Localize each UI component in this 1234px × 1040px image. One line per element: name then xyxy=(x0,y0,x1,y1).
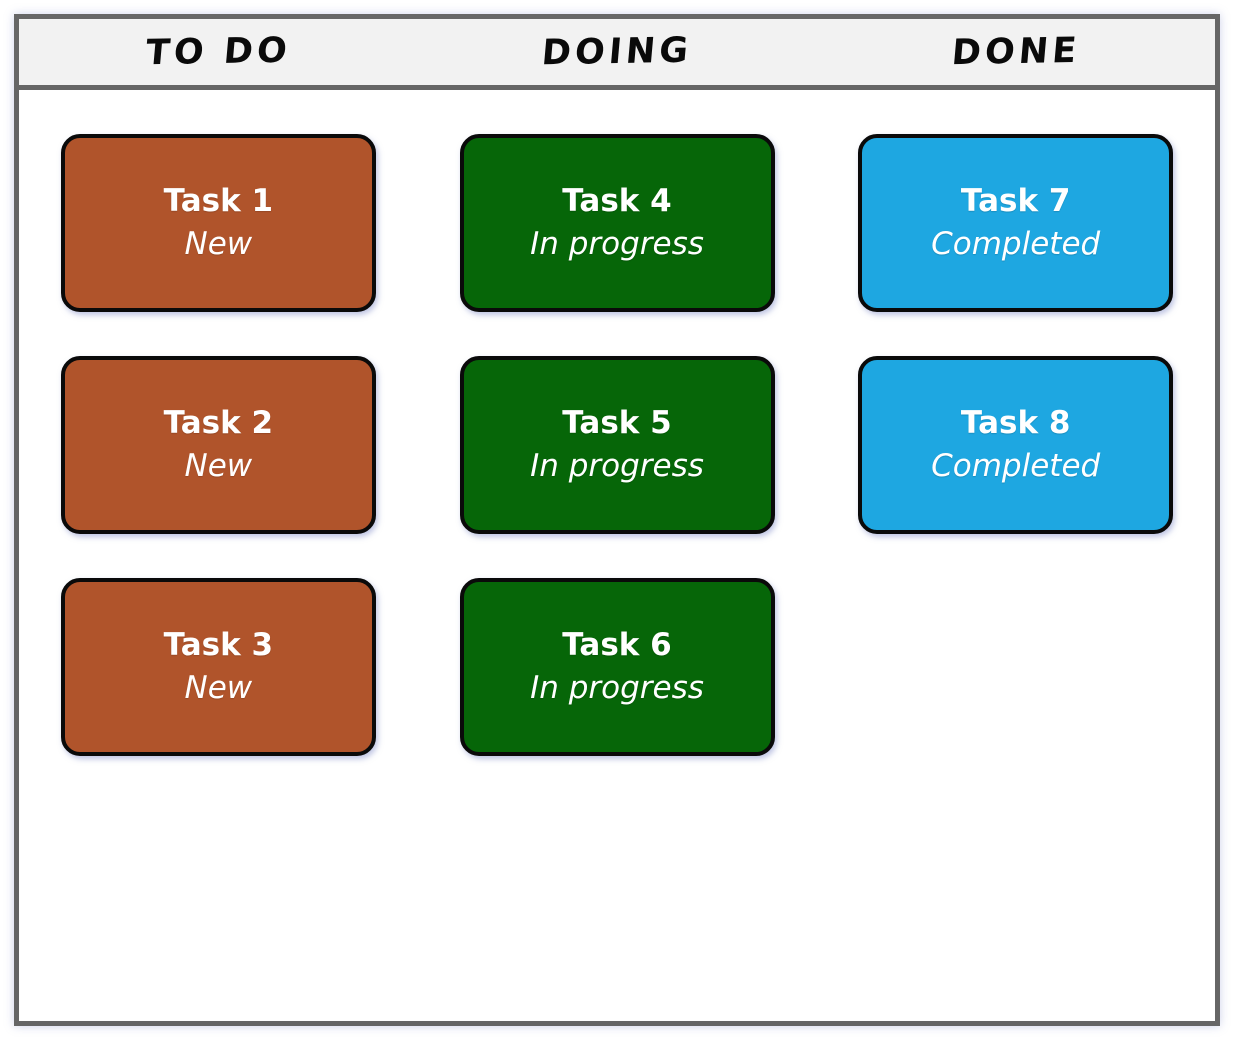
task-card-6[interactable]: Task 6 In progress xyxy=(459,578,775,756)
task-card-title: Task 7 xyxy=(960,183,1071,220)
task-card-status: New xyxy=(184,670,253,706)
task-card-8[interactable]: Task 8 Completed xyxy=(858,356,1174,534)
task-card-title: Task 6 xyxy=(562,627,672,664)
task-card-title: Task 3 xyxy=(163,627,274,664)
task-card-status: In progress xyxy=(530,670,704,706)
task-card-title: Task 5 xyxy=(562,405,672,442)
kanban-body: Task 1 New Task 2 New Task 3 New Task 4 … xyxy=(19,90,1215,756)
task-card-1[interactable]: Task 1 New xyxy=(60,134,376,312)
column-header-done: DONE xyxy=(816,19,1215,85)
column-todo: Task 1 New Task 2 New Task 3 New xyxy=(19,134,418,756)
column-header-todo-label: TO DO xyxy=(144,30,293,74)
task-card-status: Completed xyxy=(931,226,1101,262)
task-card-title: Task 2 xyxy=(163,405,274,442)
task-card-4[interactable]: Task 4 In progress xyxy=(459,134,775,312)
column-doing: Task 4 In progress Task 5 In progress Ta… xyxy=(418,134,817,756)
task-card-title: Task 8 xyxy=(960,405,1071,442)
task-card-status: Completed xyxy=(931,448,1101,484)
task-card-status: In progress xyxy=(530,448,704,484)
task-card-status: New xyxy=(184,448,253,484)
kanban-header-row: TO DO DOING DONE xyxy=(19,19,1215,90)
task-card-5[interactable]: Task 5 In progress xyxy=(459,356,775,534)
task-card-status: In progress xyxy=(530,226,704,262)
task-card-title: Task 4 xyxy=(562,183,672,220)
task-card-title: Task 1 xyxy=(163,183,274,220)
task-card-status: New xyxy=(184,226,253,262)
task-card-2[interactable]: Task 2 New xyxy=(60,356,376,534)
task-card-3[interactable]: Task 3 New xyxy=(60,578,376,756)
column-header-done-label: DONE xyxy=(949,30,1082,74)
column-header-todo: TO DO xyxy=(19,19,418,85)
task-card-7[interactable]: Task 7 Completed xyxy=(858,134,1174,312)
kanban-board: TO DO DOING DONE Task 1 New Task 2 New T… xyxy=(14,14,1220,1026)
column-header-doing-label: DOING xyxy=(540,30,694,74)
column-done: Task 7 Completed Task 8 Completed xyxy=(816,134,1215,756)
column-header-doing: DOING xyxy=(418,19,817,85)
